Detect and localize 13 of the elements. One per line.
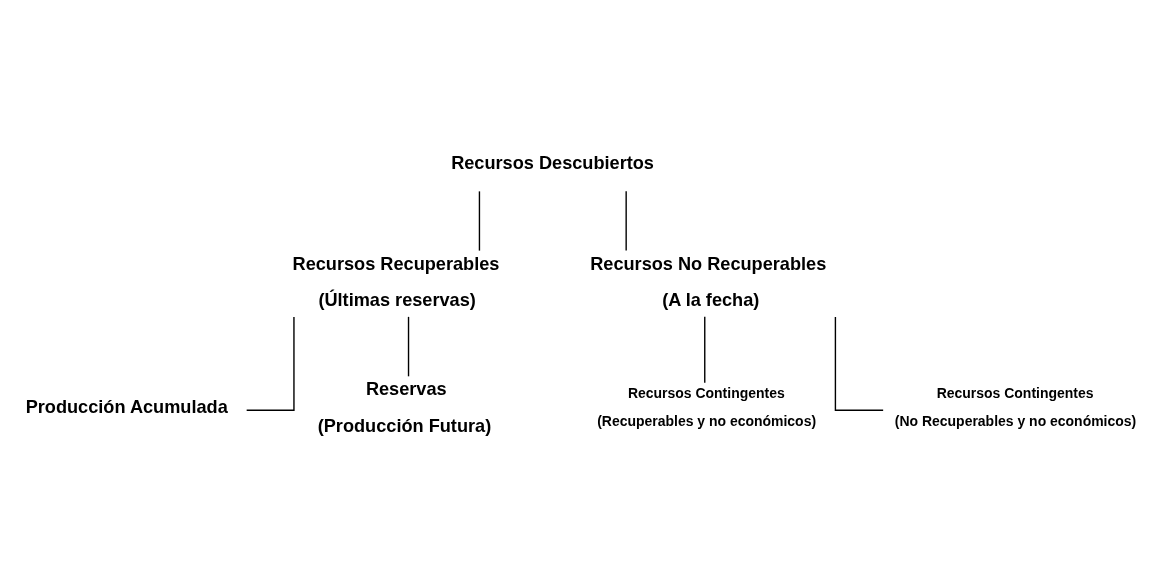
connector xyxy=(834,315,884,411)
node-text: Recursos Descubiertos xyxy=(451,152,654,173)
connector xyxy=(407,315,410,377)
connector xyxy=(478,190,481,251)
node-text: Recursos Recuperables (Últimas reservas) xyxy=(292,253,500,310)
node-text: Recursos No Recuperables (A la fecha) xyxy=(590,253,827,310)
node-text: Recursos Contingentes (Recuperables y no económicos) xyxy=(597,384,817,429)
connector xyxy=(625,190,627,251)
node-text: Recursos Contingentes (No Recuperables y no económicos) xyxy=(894,384,1137,429)
connector xyxy=(704,315,706,383)
connector xyxy=(245,315,295,411)
node-text: Producción Acumulada xyxy=(25,396,228,417)
node-text: Reservas (Producción Futura) xyxy=(317,378,492,436)
